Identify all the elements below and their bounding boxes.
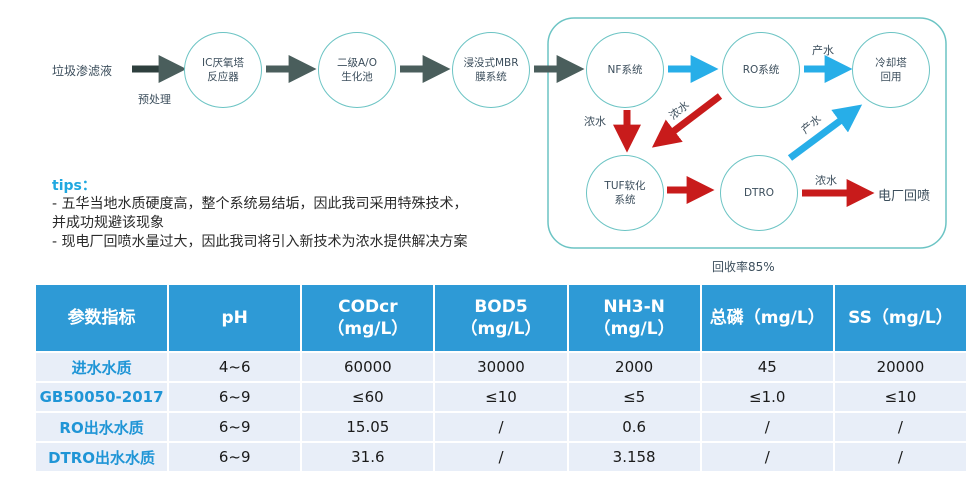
tuf-softening-node: TUF软化系统 xyxy=(586,155,664,231)
cooling-tower-node: 冷却塔回用 xyxy=(852,32,930,108)
process-flow-diagram xyxy=(132,17,947,249)
ro-node-line1: RO系统 xyxy=(742,64,780,76)
recovery-rate-label: 回收率85% xyxy=(712,260,775,274)
arrow-dtro-to-cooling xyxy=(787,104,863,161)
table-cell: 0.6 xyxy=(568,413,700,441)
header-ss-text: SS（mg/L） xyxy=(848,308,953,328)
table-cell: 45 xyxy=(701,353,833,381)
tuf-node-line1: TUF软化 xyxy=(604,180,646,192)
table-cell: / xyxy=(834,443,966,471)
ic-node-line2: 反应器 xyxy=(207,71,239,83)
header-nh3n-unit: （mg/L） xyxy=(593,319,675,339)
mbr-node: 浸没式MBR 膜系统 xyxy=(452,32,530,108)
cooling-node-line1: 冷却塔 xyxy=(875,57,907,69)
table-cell: / xyxy=(834,413,966,441)
header-parameter-text: 参数指标 xyxy=(67,308,136,328)
ro-system-node: RO系统 xyxy=(722,32,800,108)
tuf-node-line2: 系统 xyxy=(614,194,636,206)
water-quality-table: 参数指标 pH CODcr（mg/L） BOD5（mg/L） NH3-N（mg/… xyxy=(34,283,968,473)
tips-line-3: - 现电厂回喷水量过大，因此我司将引入新技术为浓水提供解决方案 xyxy=(52,234,468,250)
header-codcr-text: CODcr xyxy=(338,297,398,317)
table-cell: ≤10 xyxy=(834,383,966,411)
header-nh3n-text: NH3-N xyxy=(603,297,665,317)
header-ph-text: pH xyxy=(221,308,248,328)
table-row: RO出水水质 6~9 15.05 / 0.6 / / xyxy=(36,413,966,441)
nf-system-node: NF系统 xyxy=(586,32,664,108)
ao-node-line1: 二级A/O xyxy=(337,57,377,69)
header-nh3n: NH3-N（mg/L） xyxy=(568,285,700,351)
table-row: 进水水质 4~6 60000 30000 2000 45 20000 xyxy=(36,353,966,381)
table-header-row: 参数指标 pH CODcr（mg/L） BOD5（mg/L） NH3-N（mg/… xyxy=(36,285,966,351)
table-cell: ≤60 xyxy=(302,383,434,411)
cooling-node-line2: 回用 xyxy=(880,71,902,83)
power-plant-spray-label: 电厂回喷 xyxy=(878,189,931,204)
ic-node-line1: IC厌氧塔 xyxy=(202,57,244,69)
dtro-node: DTRO xyxy=(720,155,798,231)
table-cell: 6~9 xyxy=(169,443,301,471)
dtro-node-line1: DTRO xyxy=(743,187,775,199)
table-row: GB50050-2017 6~9 ≤60 ≤10 ≤5 ≤1.0 ≤10 xyxy=(36,383,966,411)
table-cell: 15.05 xyxy=(302,413,434,441)
table-cell: 3.158 xyxy=(568,443,700,471)
concentrate-label-dtro: 浓水 xyxy=(815,174,837,187)
ic-reactor-node: IC厌氧塔反应器 xyxy=(184,32,262,108)
mbr-node-line1: 浸没式MBR xyxy=(463,57,519,69)
leachate-input-label: 垃圾渗滤液 xyxy=(52,64,113,78)
header-bod5-text: BOD5 xyxy=(474,297,528,317)
table-cell: ≤5 xyxy=(568,383,700,411)
table-cell: 31.6 xyxy=(302,443,434,471)
mbr-node-line2: 膜系统 xyxy=(475,71,507,83)
row-label: 进水水质 xyxy=(36,353,168,381)
row-label: RO出水水质 xyxy=(36,413,168,441)
table-row: DTRO出水水质 6~9 31.6 / 3.158 / / xyxy=(36,443,966,471)
table-cell: 6~9 xyxy=(169,413,301,441)
header-ph: pH xyxy=(169,285,301,351)
table-cell: 6~9 xyxy=(169,383,301,411)
table-cell: 4~6 xyxy=(169,353,301,381)
pretreatment-label: 预处理 xyxy=(138,93,171,106)
header-parameter: 参数指标 xyxy=(36,285,168,351)
table-cell: 30000 xyxy=(435,353,567,381)
table-cell: / xyxy=(701,443,833,471)
table-cell: 20000 xyxy=(834,353,966,381)
table-cell: / xyxy=(701,413,833,441)
tips-line-2: 并成功规避该现象 xyxy=(52,215,164,231)
table-cell: 60000 xyxy=(302,353,434,381)
ao-tank-node: 二级A/O 生化池 xyxy=(318,32,396,108)
table-cell: / xyxy=(435,443,567,471)
table-cell: / xyxy=(435,413,567,441)
concentrate-label-nf: 浓水 xyxy=(584,115,606,128)
ao-node-line2: 生化池 xyxy=(341,71,373,83)
produced-water-label-top: 产水 xyxy=(812,44,834,57)
header-bod5: BOD5（mg/L） xyxy=(435,285,567,351)
tips-title: tips： xyxy=(52,178,96,194)
row-label: GB50050-2017 xyxy=(36,383,168,411)
nf-node-line1: NF系统 xyxy=(607,64,643,76)
header-ss: SS（mg/L） xyxy=(834,285,966,351)
table-cell: 2000 xyxy=(568,353,700,381)
header-tp: 总磷（mg/L） xyxy=(701,285,833,351)
header-codcr-unit: （mg/L） xyxy=(327,319,409,339)
arrow-ro-to-tuf xyxy=(651,93,723,148)
header-bod5-unit: （mg/L） xyxy=(460,319,542,339)
tips-block: tips： - 五华当地水质硬度高，整个系统易结垢，因此我司采用特殊技术， 并成… xyxy=(52,178,542,252)
table-cell: ≤10 xyxy=(435,383,567,411)
header-tp-text: 总磷（mg/L） xyxy=(709,308,825,328)
membrane-system-frame xyxy=(547,17,947,249)
header-codcr: CODcr（mg/L） xyxy=(302,285,434,351)
row-label: DTRO出水水质 xyxy=(36,443,168,471)
tips-line-1: - 五华当地水质硬度高，整个系统易结垢，因此我司采用特殊技术， xyxy=(52,196,468,212)
table-cell: ≤1.0 xyxy=(701,383,833,411)
